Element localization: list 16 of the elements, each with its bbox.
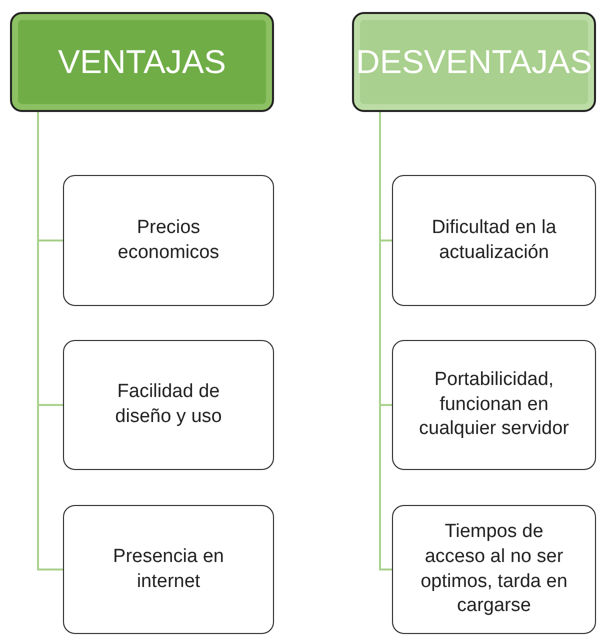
item-text: Precios economicos [116,216,220,264]
header-text: VENTAJAS [58,43,226,81]
item-text: Portabilicidad, funcionan en cualquier servidor [419,368,569,442]
item-text: Dificultad en la actualización [430,216,558,264]
item-text: Tiempos de acceso al no ser optimos, tarda en cargarse [420,520,568,618]
header-box [352,12,596,112]
header-text: DESVENTAJAS [356,43,592,81]
item-box [392,505,596,634]
item-text: Facilidad de diseño y uso [114,380,223,429]
item-box [63,505,274,634]
item-text: Presencia en internet [112,544,225,594]
item-box [392,175,596,306]
item-box [63,340,274,470]
item-box [392,340,596,470]
header-box [10,12,274,112]
item-box [63,175,274,306]
